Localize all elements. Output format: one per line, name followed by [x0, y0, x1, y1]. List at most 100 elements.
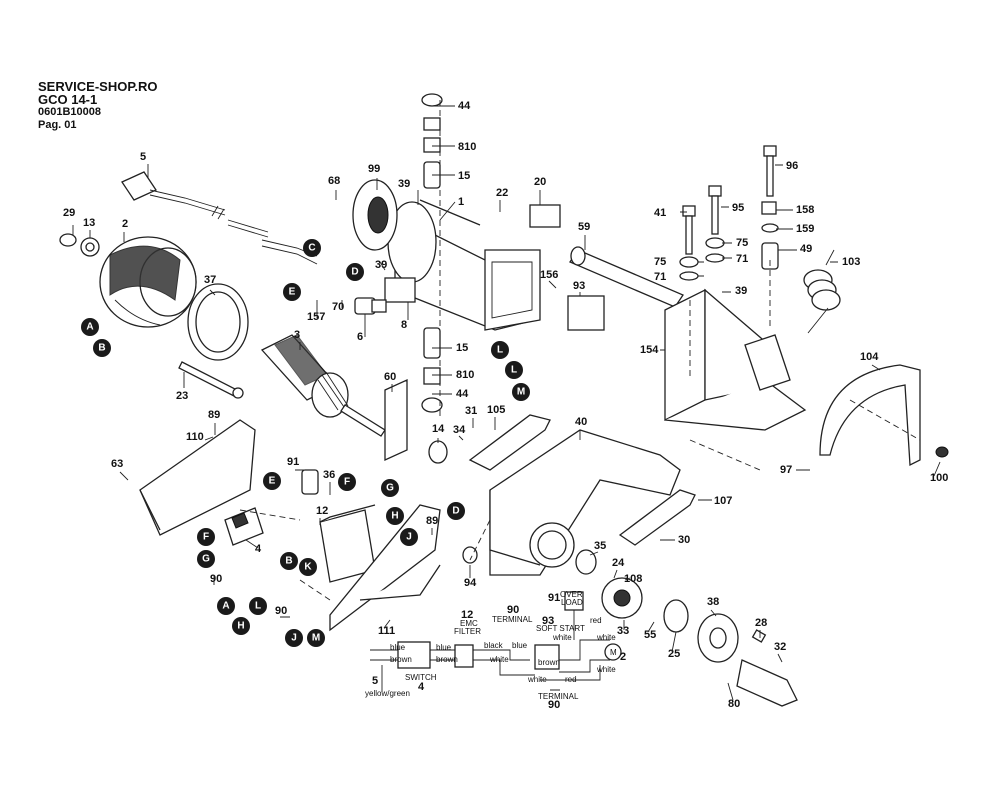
label-71-left: 71: [654, 271, 666, 283]
motor-label: M: [610, 648, 617, 657]
label-68: 68: [328, 175, 340, 187]
svg-text:F: F: [344, 477, 350, 488]
callout-M-top: M: [512, 383, 530, 401]
header-block: SERVICE-SHOP.RO GCO 14-1 0601B10008 Pag.…: [38, 80, 157, 132]
label-36: 36: [323, 469, 335, 481]
label-60: 60: [384, 371, 396, 383]
callout-A: A: [81, 318, 99, 336]
brush-assembly-bottom: [421, 327, 443, 413]
svg-text:L: L: [255, 601, 261, 612]
ring-37: [187, 283, 249, 361]
wiring-diagram: [370, 591, 622, 692]
label-158: 158: [796, 204, 814, 216]
label-5: 5: [140, 151, 146, 163]
label-13: 13: [83, 217, 95, 229]
wire-white-2: white: [552, 633, 572, 642]
wire-brown-2: brown: [436, 655, 458, 664]
svg-text:G: G: [386, 483, 394, 494]
spindle-32: [736, 629, 798, 707]
svg-text:B: B: [98, 343, 105, 354]
part-number: 0601B10008: [38, 106, 102, 118]
wire-white-5: white: [527, 675, 547, 684]
emc-label-2: FILTER: [454, 627, 481, 636]
stator-drawing: [99, 236, 197, 328]
callout-K-mid: K: [299, 558, 317, 576]
label-159: 159: [796, 223, 814, 235]
label-94: 94: [464, 577, 477, 589]
label-44-bottom: 44: [456, 388, 469, 400]
wire-brown-1: brown: [390, 655, 412, 664]
label-1: 1: [458, 196, 464, 208]
label-108: 108: [624, 573, 642, 585]
label-23: 23: [176, 390, 188, 402]
label-3: 3: [294, 329, 300, 341]
bracket-60: [384, 378, 408, 462]
alignment-lines-2: [239, 509, 491, 601]
label-4-top: 4: [255, 543, 262, 555]
callout-J-bottom: J: [285, 629, 303, 647]
label-97: 97: [780, 464, 792, 476]
callout-M-bottom: M: [307, 629, 325, 647]
label-44-top: 44: [458, 100, 471, 112]
terminal-label-top: TERMINAL: [492, 615, 533, 624]
label-99: 99: [368, 163, 380, 175]
callout-B: B: [93, 339, 111, 357]
label-20: 20: [534, 176, 546, 188]
switch-label: SWITCH: [405, 673, 437, 682]
svg-text:B: B: [285, 556, 292, 567]
callout-A-bottom: A: [217, 597, 235, 615]
label-91-wiring: 91: [548, 592, 560, 604]
wire-blue-3: blue: [512, 641, 528, 650]
label-63: 63: [111, 458, 123, 470]
shop-name: SERVICE-SHOP.RO: [38, 79, 158, 94]
label-39-top: 39: [398, 178, 410, 190]
label-104: 104: [860, 351, 879, 363]
label-12-wiring: 12: [461, 609, 473, 621]
cap-94: [462, 546, 478, 564]
svg-text:K: K: [304, 562, 312, 573]
label-5-wiring: 5: [372, 675, 378, 687]
callout-H-mid: H: [386, 507, 404, 525]
svg-text:L: L: [497, 345, 503, 356]
wire-white-3: white: [596, 633, 616, 642]
callout-K-top: L: [491, 341, 509, 359]
label-15-top: 15: [458, 170, 470, 182]
clamp-49: [761, 242, 779, 270]
label-37: 37: [204, 274, 216, 286]
svg-text:E: E: [269, 476, 276, 487]
base-bracket-154: [664, 288, 807, 431]
label-39-right: 39: [735, 285, 747, 297]
label-71-right: 71: [736, 253, 748, 265]
bolt-95: [708, 185, 722, 235]
page-number: Pag. 01: [38, 119, 77, 131]
label-55: 55: [644, 629, 656, 641]
svg-text:A: A: [86, 322, 93, 333]
svg-text:D: D: [452, 506, 459, 517]
ring-29: [59, 233, 77, 247]
label-96: 96: [786, 160, 798, 172]
label-154: 154: [640, 344, 659, 356]
wire-red-1: red: [590, 616, 602, 625]
svg-text:E: E: [289, 287, 296, 298]
label-22: 22: [496, 187, 508, 199]
label-41: 41: [654, 207, 666, 219]
svg-text:H: H: [237, 621, 244, 632]
label-89-top: 89: [208, 409, 220, 421]
emc-filter-12: [319, 504, 376, 583]
label-156: 156: [540, 269, 558, 281]
label-8: [384, 277, 416, 303]
motor-housing-drawing: [387, 199, 541, 331]
guard-104: [819, 364, 921, 467]
screw-23: [178, 361, 244, 399]
screw-100: [935, 446, 949, 458]
label-31: 31: [465, 405, 477, 417]
wire-white-1: white: [489, 655, 509, 664]
gear-housing-40: [489, 429, 681, 576]
label-4-wiring: 4: [418, 681, 425, 693]
label-2-wiring: 2: [620, 651, 626, 663]
label-49: 49: [800, 243, 812, 255]
callout-D: D: [346, 263, 364, 281]
